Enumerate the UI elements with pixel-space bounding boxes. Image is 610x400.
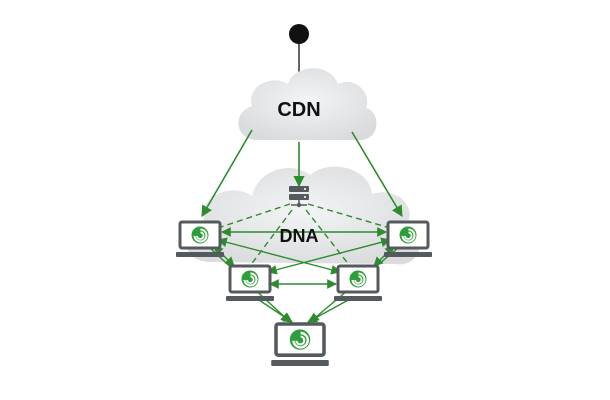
cdn-label: CDN [277,99,320,121]
dna-label: DNA [280,226,319,246]
peer-arrows [209,227,399,323]
laptop-mid-left [224,264,276,303]
cdn-arrows [201,129,403,217]
server-icon [289,186,309,208]
dna-cloud [185,166,420,265]
cdn-cloud [238,68,377,141]
laptop-bottom [269,322,331,368]
source-dot-icon [289,24,309,44]
